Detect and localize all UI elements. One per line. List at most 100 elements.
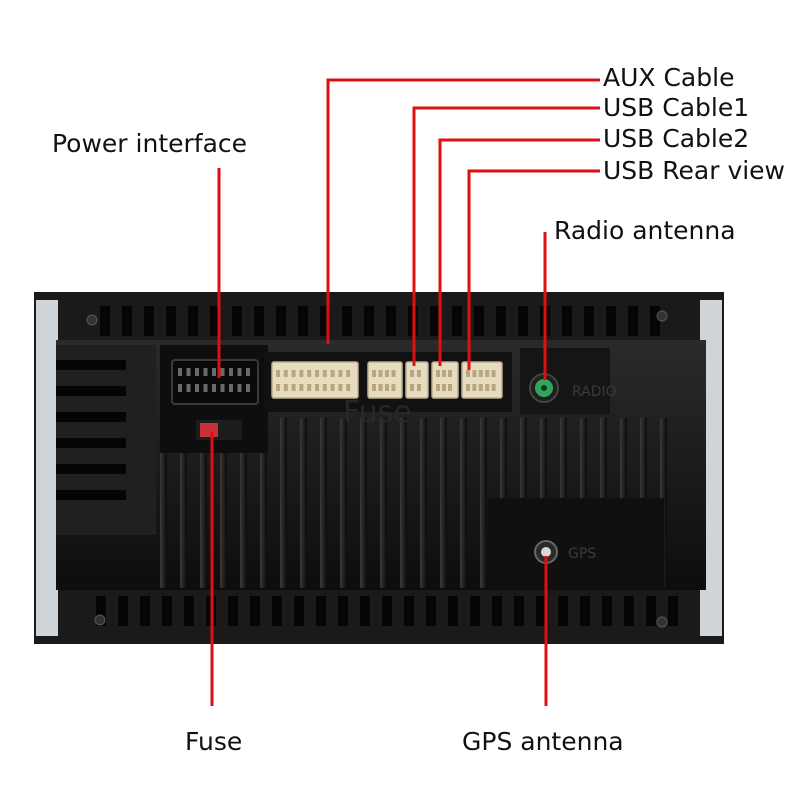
heatsink-fin	[280, 418, 287, 588]
left-fin-slot	[56, 412, 126, 422]
connector-pin	[307, 384, 312, 391]
heatsink-fin	[400, 418, 407, 588]
bottom-vent-slot	[316, 596, 326, 626]
top-vent-slot	[188, 306, 198, 336]
power-connector-plug	[171, 359, 259, 405]
connector-pin	[448, 370, 452, 377]
bottom-vent-slot	[492, 596, 502, 626]
top-vent-slot	[584, 306, 594, 336]
heatsink-fin	[220, 418, 227, 588]
connector-pin	[391, 384, 396, 391]
top-vent-slot	[452, 306, 462, 336]
bottom-vent-slot	[426, 596, 436, 626]
gps-plate	[488, 498, 664, 590]
connector-pin	[410, 384, 414, 391]
bottom-vent-slot	[140, 596, 150, 626]
heatsink-fin	[380, 418, 387, 588]
power-connector-pins	[178, 368, 250, 392]
connector-pin	[378, 384, 383, 391]
connector-pin	[491, 370, 496, 377]
top-vent-slot	[430, 306, 440, 336]
power-pin	[203, 384, 208, 392]
connector-pin	[291, 370, 296, 377]
power-pin	[186, 368, 191, 376]
bottom-vent-slot	[668, 596, 678, 626]
bottom-vent-slot	[96, 596, 106, 626]
top-vent-slot	[474, 306, 484, 336]
top-vent-slot	[386, 306, 396, 336]
top-vent-slot	[144, 306, 154, 336]
radio-marking: RADIO	[572, 384, 617, 400]
top-vent-slot	[122, 306, 132, 336]
top-vent-slot	[606, 306, 616, 336]
top-vent-slot	[298, 306, 308, 336]
label-usb-rear-view: USB Rear view	[603, 156, 786, 185]
heatsink-fin	[300, 418, 307, 588]
connector-pin	[472, 370, 477, 377]
top-vent-slot	[650, 306, 660, 336]
aux-connector	[271, 361, 359, 399]
bottom-vent-slot	[382, 596, 392, 626]
connector-pin	[372, 384, 376, 391]
heatsink-fin	[160, 418, 167, 588]
top-vent-slot	[100, 306, 110, 336]
fuse-overlay-text: Fuse	[343, 395, 412, 430]
top-vent-slot	[210, 306, 220, 336]
bottom-vent-slot	[558, 596, 568, 626]
power-pin	[229, 384, 233, 392]
connector-pin	[378, 370, 383, 377]
heatsink-fin	[260, 418, 267, 588]
connector-pin	[385, 370, 389, 377]
screw-top-right	[656, 310, 668, 322]
connector-pin	[385, 384, 389, 391]
bottom-vent-slot	[624, 596, 634, 626]
heatsink-fin	[200, 418, 207, 588]
fuse-element	[200, 423, 218, 437]
connector-pin	[442, 370, 446, 377]
connector-pins	[276, 370, 496, 391]
power-pin	[246, 384, 250, 392]
connector-pin	[283, 384, 288, 391]
connector-pin	[372, 370, 376, 377]
connector-pin	[466, 384, 470, 391]
left-fin-slot	[56, 438, 126, 448]
bottom-vent-slot	[448, 596, 458, 626]
left-fin-slot	[56, 360, 126, 370]
heatsink-fin	[240, 418, 247, 588]
heatsink-fin	[340, 418, 347, 588]
connector-pin	[417, 384, 421, 391]
connector-pin	[442, 384, 446, 391]
connector-pin	[322, 384, 327, 391]
label-usb-cable1: USB Cable1	[603, 93, 750, 122]
connector-pin	[448, 384, 452, 391]
power-pin	[178, 368, 182, 376]
connector-pin	[391, 370, 396, 377]
heatsink-fin	[420, 418, 427, 588]
label-usb-cable2: USB Cable2	[603, 124, 750, 153]
bottom-vent-slot	[118, 596, 128, 626]
left-fin-slot	[56, 386, 126, 396]
label-radio-antenna: Radio antenna	[554, 216, 736, 245]
gps-marking: GPS	[568, 546, 596, 562]
connector-pin	[276, 384, 280, 391]
bottom-vent-slot	[338, 596, 348, 626]
connector-pin	[322, 370, 327, 377]
connector-pin	[436, 370, 440, 377]
bottom-vent-slot	[250, 596, 260, 626]
connector-pin	[346, 384, 351, 391]
screw-bottom-right	[656, 616, 668, 628]
top-vent-slot	[342, 306, 352, 336]
bottom-vent-slot	[536, 596, 546, 626]
connector-pin	[491, 384, 496, 391]
heatsink-fin	[460, 418, 467, 588]
power-pin	[220, 384, 225, 392]
power-pin	[246, 368, 250, 376]
power-pin	[178, 384, 182, 392]
top-vent-slot	[628, 306, 638, 336]
connector-pin	[299, 384, 304, 391]
label-aux-cable: AUX Cable	[603, 63, 735, 92]
connector-pin	[299, 370, 304, 377]
top-vent-slot	[320, 306, 330, 336]
screw-bottom-left	[94, 614, 106, 626]
bottom-vent-slot	[404, 596, 414, 626]
